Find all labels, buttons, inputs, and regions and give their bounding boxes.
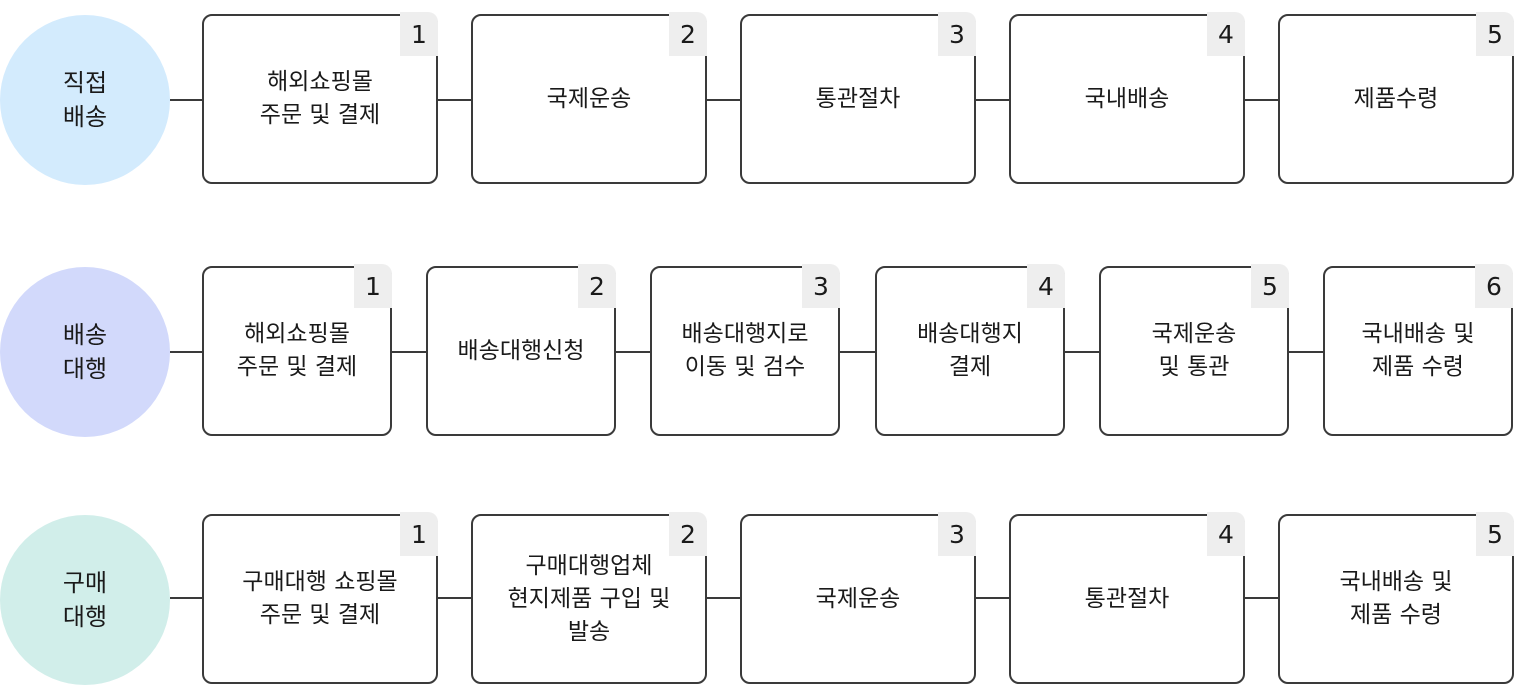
flow-row-proxy-shipping: 배송 대행 해외쇼핑몰 주문 및 결제 1 배송대행신청 2 배송대행지로 이동… (0, 264, 1533, 439)
step-text: 제품수령 (1353, 85, 1439, 112)
step-text: 해외쇼핑몰 주문 및 결제 (236, 321, 358, 380)
step-number-badge: 2 (669, 512, 707, 556)
step-number-badge: 1 (400, 12, 438, 56)
step-box: 해외쇼핑몰 주문 및 결제 1 (202, 12, 438, 184)
step-number-badge: 5 (1476, 512, 1514, 556)
step-text: 국내배송 및 제품 수령 (1361, 321, 1475, 380)
step-number-badge: 4 (1207, 512, 1245, 556)
row-label-proxy-buying: 구매 대행 (0, 515, 170, 685)
step-number-badge: 4 (1027, 264, 1065, 308)
connector-line (170, 597, 1280, 599)
step-text: 국내배송 및 제품 수령 (1339, 569, 1453, 628)
step-number-badge: 3 (938, 12, 976, 56)
step-text: 해외쇼핑몰 주문 및 결제 (259, 69, 381, 128)
flow-row-direct-shipping: 직접 배송 해외쇼핑몰 주문 및 결제 1 국제운송 2 통관절차 3 국내배송… (0, 12, 1533, 187)
step-number-badge: 3 (938, 512, 976, 556)
step-box: 해외쇼핑몰 주문 및 결제 1 (202, 264, 392, 436)
step-box: 제품수령 5 (1278, 12, 1514, 184)
step-box: 국내배송 4 (1009, 12, 1245, 184)
step-text: 국제운송 (546, 85, 632, 112)
step-box: 배송대행지로 이동 및 검수 3 (650, 264, 840, 436)
step-text: 배송대행지로 이동 및 검수 (681, 321, 809, 380)
step-box: 통관절차 4 (1009, 512, 1245, 684)
step-text: 구매대행 쇼핑몰 주문 및 결제 (242, 569, 398, 628)
step-number-badge: 2 (578, 264, 616, 308)
step-box: 배송대행신청 2 (426, 264, 616, 436)
step-number-badge: 5 (1251, 264, 1289, 308)
row-label-proxy-shipping: 배송 대행 (0, 267, 170, 437)
step-text: 통관절차 (815, 85, 901, 112)
step-text: 국제운송 및 통관 (1151, 321, 1237, 380)
connector-line (170, 99, 1280, 101)
step-box: 통관절차 3 (740, 12, 976, 184)
step-box: 구매대행 쇼핑몰 주문 및 결제 1 (202, 512, 438, 684)
step-text: 국내배송 (1084, 85, 1170, 112)
step-text: 구매대행업체 현지제품 구입 및 발송 (507, 552, 671, 645)
step-number-badge: 6 (1475, 264, 1513, 308)
step-number-badge: 5 (1476, 12, 1514, 56)
step-number-badge: 1 (354, 264, 392, 308)
step-text: 배송대행신청 (457, 337, 585, 364)
step-box: 구매대행업체 현지제품 구입 및 발송 2 (471, 512, 707, 684)
step-box: 국내배송 및 제품 수령 6 (1323, 264, 1513, 436)
step-number-badge: 3 (802, 264, 840, 308)
step-text: 국제운송 (815, 585, 901, 612)
flow-row-proxy-buying: 구매 대행 구매대행 쇼핑몰 주문 및 결제 1 구매대행업체 현지제품 구입 … (0, 512, 1533, 687)
step-number-badge: 2 (669, 12, 707, 56)
step-text: 배송대행지 결제 (917, 321, 1023, 380)
step-number-badge: 1 (400, 512, 438, 556)
step-box: 국내배송 및 제품 수령 5 (1278, 512, 1514, 684)
step-text: 통관절차 (1084, 585, 1170, 612)
row-label-direct-shipping: 직접 배송 (0, 15, 170, 185)
step-number-badge: 4 (1207, 12, 1245, 56)
step-box: 배송대행지 결제 4 (875, 264, 1065, 436)
step-box: 국제운송 및 통관 5 (1099, 264, 1289, 436)
step-box: 국제운송 3 (740, 512, 976, 684)
step-box: 국제운송 2 (471, 12, 707, 184)
